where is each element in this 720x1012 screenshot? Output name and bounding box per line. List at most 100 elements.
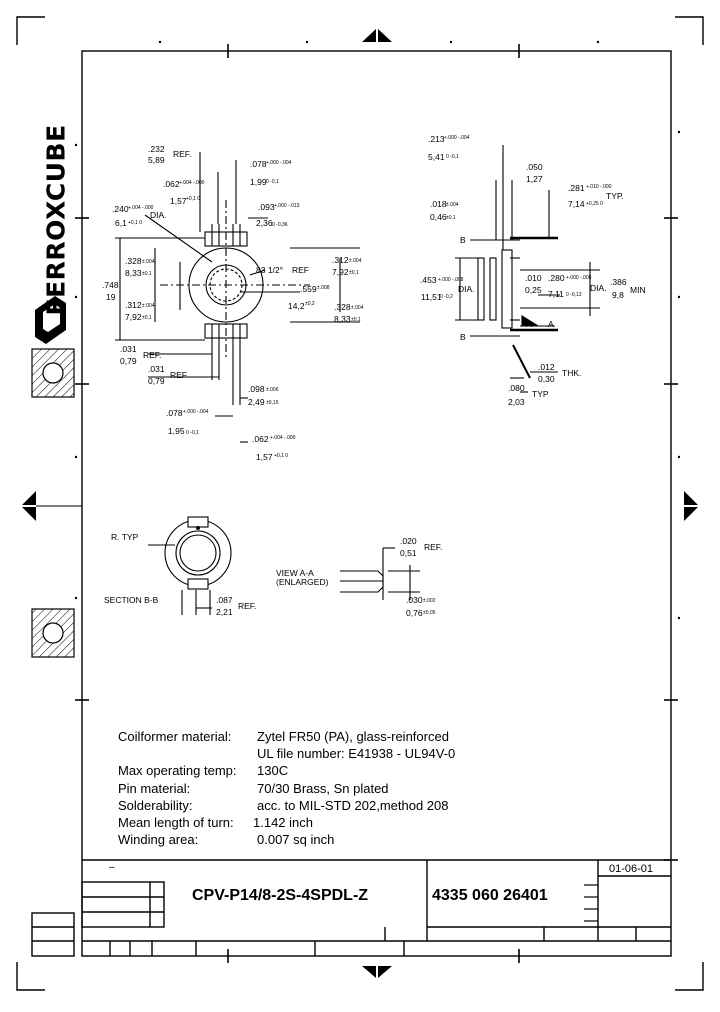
dim-d2-mmtol: 0 -0,1 xyxy=(266,179,279,185)
dim-angle-ref: REF xyxy=(292,265,309,275)
spec-label: Max operating temp: xyxy=(118,763,237,779)
dim-v1-in: .020 xyxy=(400,536,417,546)
dim-d9-in: .559 xyxy=(300,284,317,294)
dim-d13-mm: 0,79 xyxy=(148,376,165,386)
dim-d5-in: .240 xyxy=(112,204,129,214)
section-view xyxy=(148,516,232,615)
dim-s2-mm: 1,27 xyxy=(526,174,543,184)
dim-d6-mm: 8,33 xyxy=(125,268,142,278)
dim-s5-in: .453 xyxy=(420,275,437,285)
spec-value: UL file number: E41938 - UL94V-0 xyxy=(257,746,456,762)
dim-d15-mmtol: 0 -0,1 xyxy=(186,430,199,436)
zone-ticks xyxy=(75,44,678,963)
dim-d5-tol: +.004 -.000 xyxy=(128,205,154,211)
section-title: SECTION B-B xyxy=(104,595,159,605)
dim-d2-mm: 1,99 xyxy=(250,177,267,187)
dim-s1-tol: +.000 -.004 xyxy=(444,135,470,141)
dim-d2-in: .078 xyxy=(250,159,267,169)
side-view xyxy=(455,145,600,393)
revision-date: 01-06-01 xyxy=(609,863,654,875)
dim-d2-tol: +.000 -.004 xyxy=(266,160,292,166)
section-r-typ: R. TYP xyxy=(111,532,139,542)
dim-d7-mmtol: ±0,1 xyxy=(142,315,152,321)
dim-d1-mm: 5,89 xyxy=(148,155,165,165)
dim-d14-mm: 2,49 xyxy=(248,397,265,407)
dim-b1-mm: 2,21 xyxy=(216,607,233,617)
spec-value: 0.007 sq inch xyxy=(257,832,335,848)
dim-s3-mmtol: +0,25 0 xyxy=(586,201,603,207)
zone-dots xyxy=(74,40,681,620)
dim-s8-min: MIN xyxy=(630,285,646,295)
part-number: 4335 060 26401 xyxy=(432,887,548,904)
spec-label: Solderability: xyxy=(118,797,193,813)
label-a-1: A xyxy=(526,319,532,329)
spec-value: acc. to MIL-STD 202,method 208 xyxy=(257,797,449,813)
dim-d3-tol: +.004 -.000 xyxy=(179,180,205,186)
dim-s10-mm: 2,03 xyxy=(508,397,525,407)
dim-d11-mmtol: ±0,1 xyxy=(351,317,361,323)
dim-s9-thk: THK. xyxy=(562,368,581,378)
dim-v2-in: .030 xyxy=(406,595,423,605)
drawing-border xyxy=(81,50,672,957)
spec-label: Coilformer material: xyxy=(118,729,232,744)
title-block-ticks xyxy=(584,884,598,922)
dim-v2-mmtol: ±0,05 xyxy=(423,610,436,616)
dim-d9-mmtol: ±0,2 xyxy=(305,301,315,307)
dim-angle: 83 1/2° xyxy=(256,265,283,275)
dim-d12-in: .031 xyxy=(120,344,137,354)
dim-s7-mmtol: 0 -0,13 xyxy=(566,292,582,298)
dim-v2-tol: ±.002 xyxy=(423,598,436,604)
dim-s4-mm: 0,46 xyxy=(430,212,447,222)
dim-d16-mmtol: +0,1 0 xyxy=(274,453,288,459)
dim-d5-mm: 6,1 xyxy=(115,218,127,228)
dim-s3-typ: TYP. xyxy=(606,191,624,201)
dim-b1-in: .087 xyxy=(216,595,233,605)
title-block-lines xyxy=(31,859,671,957)
dim-d6-mmtol: ±0,1 xyxy=(142,271,152,277)
dim-d7-in: .312 xyxy=(125,300,142,310)
dim-s6-in: .010 xyxy=(525,273,542,283)
dim-s4-mmtol: ±0,1 xyxy=(446,215,456,221)
dim-v2-mm: 0,76 xyxy=(406,608,423,618)
view-subtitle: (ENLARGED) xyxy=(276,577,329,587)
view-title: VIEW A-A xyxy=(276,568,314,578)
corner-marks xyxy=(16,16,704,991)
dim-s9-mm: 0,30 xyxy=(538,374,555,384)
dim-s5-tol: +.000 -.008 xyxy=(438,277,464,283)
dim-d14-mmtol: ±0,15 xyxy=(266,400,279,406)
dim-d11-mm: 8,33 xyxy=(334,314,351,324)
dim-d14-in: .098 xyxy=(248,384,265,394)
view-aa xyxy=(340,547,420,600)
spec-value: 70/30 Brass, Sn plated xyxy=(257,780,389,796)
label-a-2: A xyxy=(548,319,554,329)
dim-s1-mm: 5,41 xyxy=(428,152,445,162)
dim-v1-mm: 0,51 xyxy=(400,548,417,558)
dim-d12-ref: REF. xyxy=(143,350,161,360)
dim-s6-mm: 0,25 xyxy=(525,285,542,295)
dim-s4-in: .018 xyxy=(430,199,447,209)
dim-d7-mm: 7,92 xyxy=(125,312,142,322)
dim-d3-mmtol: +0,1 0 xyxy=(186,196,200,202)
dim-s3-in: .281 xyxy=(568,183,585,193)
spec-value: 1.142 inch xyxy=(253,814,313,830)
dim-s8-mm: 9,8 xyxy=(612,290,624,300)
projection-symbol-1 xyxy=(31,348,75,398)
dim-d9-mm: 14,2 xyxy=(288,301,305,311)
spec-label: Mean length of turn: xyxy=(118,814,234,830)
dim-b1-ref: REF. xyxy=(238,601,256,611)
dim-v1-ref: REF. xyxy=(424,542,442,552)
dim-d16-mm: 1,57 xyxy=(256,452,273,462)
dim-d6-tol: ±.004 xyxy=(142,259,155,265)
dim-d12-mm: 0,79 xyxy=(120,356,137,366)
centering-arrows xyxy=(22,29,698,978)
dim-d16-tol: +.004 -.000 xyxy=(270,435,296,441)
dim-s3-tol: +.010 -.000 xyxy=(586,184,612,190)
dim-s3-mm: 7,14 xyxy=(568,199,585,209)
dim-d15-tol: +.000 -.004 xyxy=(183,409,209,415)
label-b-bottom: B xyxy=(460,332,466,342)
dim-s8-in: .386 xyxy=(610,277,627,287)
dim-s2-in: .050 xyxy=(526,162,543,172)
dim-d4-mm: 2,36 xyxy=(256,218,273,228)
dim-d5-dia: DIA. xyxy=(150,210,167,220)
spec-label: Pin material: xyxy=(118,780,191,796)
